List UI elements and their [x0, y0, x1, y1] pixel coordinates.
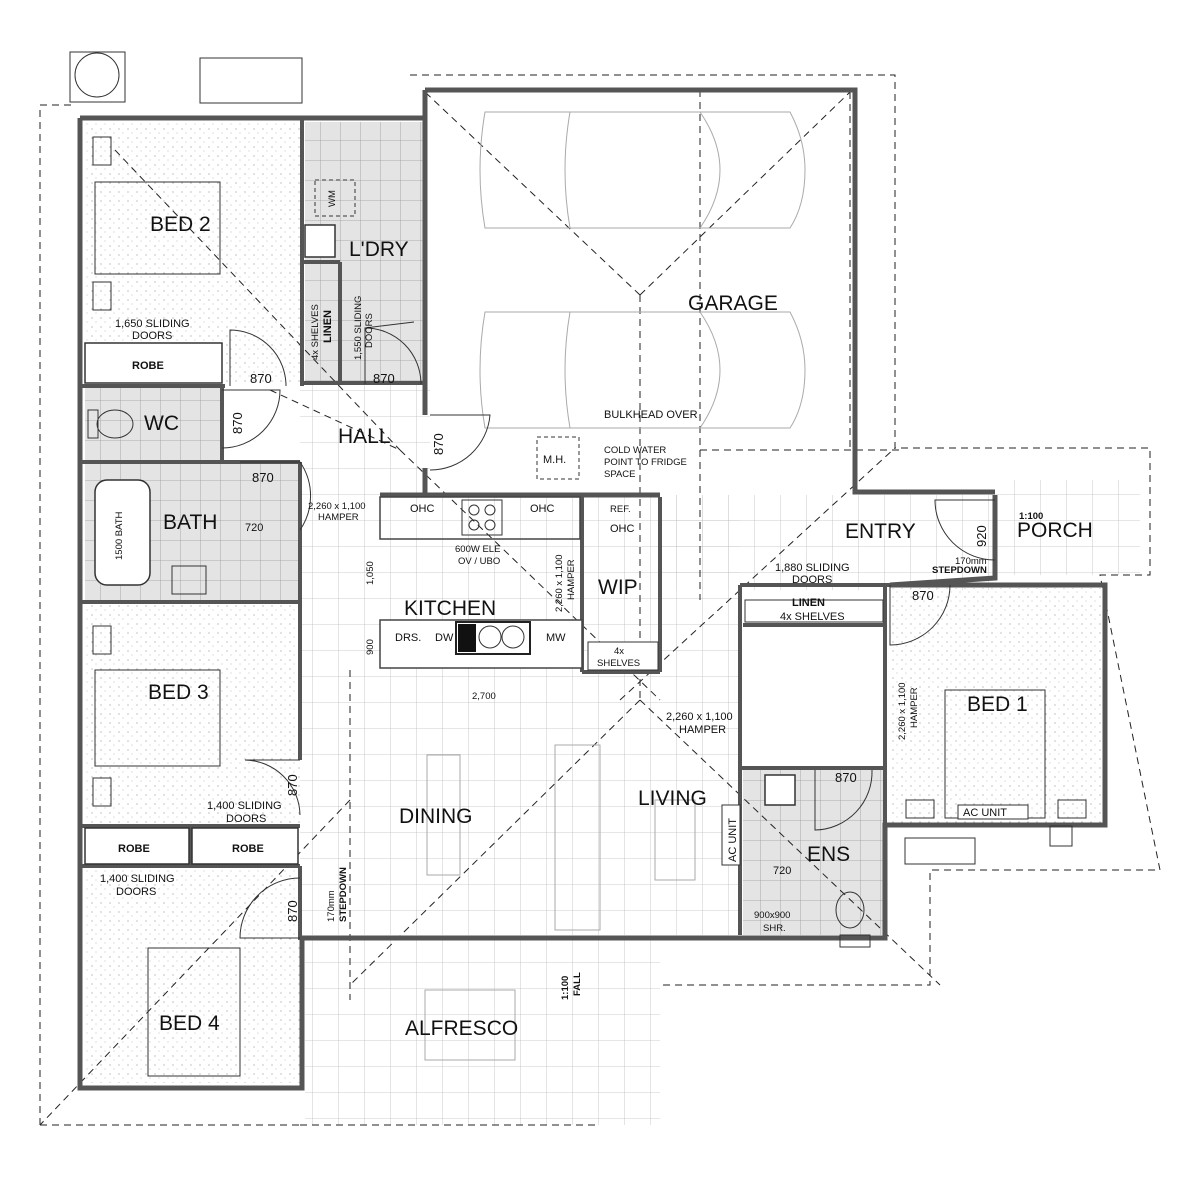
dimension-labels: 870 870 870 870 870 720 1,050 900 2,700 …	[230, 371, 989, 922]
ohc-label-1: OHC	[410, 503, 435, 515]
room-label-bed4: BED 4	[159, 1012, 220, 1035]
note-sliding-1400c: 1,400 SLIDING	[100, 873, 175, 885]
alfresco-fall-1: 1:100	[560, 976, 571, 1000]
room-label-ens: ENS	[807, 843, 850, 866]
oven-label-1: 600W ELE	[455, 544, 500, 555]
linen-shelves-label: 4x SHELVES	[310, 304, 321, 360]
ac-unit-living-label: AC UNIT	[727, 818, 739, 862]
note-sliding-1400-doors: DOORS	[226, 813, 266, 825]
note-hamper-bath: 2,260 x 1,100	[308, 501, 366, 512]
note-hamper-bath-2: HAMPER	[318, 512, 359, 523]
dim-door-bed4: 870	[285, 900, 300, 922]
note-hamper-living-2: HAMPER	[679, 724, 726, 736]
robe-bed3-label: ROBE	[118, 843, 150, 855]
note-hamper-living: 2,260 x 1,100	[666, 711, 733, 723]
note-sliding-1400: 1,400 SLIDING	[207, 800, 282, 812]
note-hamper-kitchen-2: HAMPER	[566, 559, 577, 600]
fixtures	[69, 51, 1087, 1077]
alfresco-stepdown-2: STEPDOWN	[338, 867, 349, 922]
shower-size-label: 900x900	[754, 910, 790, 921]
room-label-wip: WIP	[598, 576, 638, 599]
note-cold-water-3: SPACE	[604, 469, 636, 480]
drawers-label: DRS.	[395, 632, 421, 644]
manhole-label: M.H.	[543, 454, 566, 466]
room-label-living: LIVING	[638, 787, 707, 810]
dim-door-wc: 870	[230, 412, 245, 434]
annotations: 1,650 SLIDING DOORS ROBE WM 4x SHELVES L…	[100, 190, 1043, 1000]
note-hamper-bed1: 2,260 x 1,100	[897, 682, 908, 740]
dim-kitchen-1050: 1,050	[365, 561, 376, 585]
dim-kitchen-900: 900	[365, 639, 376, 655]
note-sliding-1650: 1,650 SLIDING	[115, 318, 190, 330]
bath-size-label: 1500 BATH	[114, 511, 125, 560]
wip-shelves-label-1: 4x	[614, 646, 624, 657]
dim-door-bed3: 870	[285, 774, 300, 796]
room-label-bath: BATH	[163, 511, 217, 534]
floor-finishes	[85, 122, 1140, 1125]
note-sliding-1880: 1,880 SLIDING	[775, 562, 850, 574]
note-hamper-kitchen: 2,260 x 1,100	[554, 554, 565, 612]
dim-door-entry: 920	[974, 525, 989, 547]
oven-label-2: OV / UBO	[458, 556, 500, 567]
dim-door-ldry: 870	[373, 371, 395, 386]
note-cold-water-2: POINT TO FRIDGE	[604, 457, 687, 468]
porch-stepdown-2: STEPDOWN	[932, 565, 987, 576]
dim-bath-720: 720	[245, 522, 263, 534]
dim-door-bed1: 870	[912, 588, 934, 603]
dim-kitchen-2700: 2,700	[472, 691, 496, 702]
ohc-label-3: OHC	[610, 523, 635, 535]
ac-unit-bed1-label: AC UNIT	[963, 807, 1007, 819]
dim-door-ens: 870	[835, 770, 857, 785]
linen-bed1-label: LINEN	[792, 597, 825, 609]
note-cold-water-1: COLD WATER	[604, 445, 666, 456]
room-label-garage: GARAGE	[688, 292, 778, 315]
linen-bed1-shelves: 4x SHELVES	[780, 611, 845, 623]
dim-door-bath: 870	[252, 470, 274, 485]
door-swings	[221, 321, 996, 939]
porch-scale-label: 1:100	[1019, 511, 1043, 522]
ohc-label-2: OHC	[530, 503, 555, 515]
room-label-bed2: BED 2	[150, 213, 211, 236]
room-label-kitchen: KITCHEN	[404, 597, 496, 620]
fridge-label: REF.	[610, 504, 631, 515]
shower-label: SHR.	[763, 923, 786, 934]
porch-stepdown-1: 170mm	[955, 556, 987, 567]
room-label-wc: WC	[144, 412, 179, 435]
dim-ens-720: 720	[773, 865, 791, 877]
robe-bed4-label: ROBE	[232, 843, 264, 855]
alfresco-stepdown-1: 170mm	[326, 890, 337, 922]
washing-machine-label: WM	[327, 190, 338, 207]
room-label-bed1: BED 1	[967, 693, 1028, 716]
microwave-label: MW	[546, 632, 566, 644]
linen-label: LINEN	[322, 310, 334, 343]
note-sliding-1550-doors: DOORS	[364, 313, 375, 348]
room-label-hall: HALL	[338, 425, 391, 448]
note-hamper-bed1-2: HAMPER	[909, 687, 920, 728]
wip-shelves-label-2: SHELVES	[597, 658, 640, 669]
dim-door-bed2: 870	[250, 371, 272, 386]
dim-door-hall: 870	[431, 433, 446, 455]
garage-cars	[479, 111, 806, 429]
room-labels: BED 2 L'DRY GARAGE WC HALL BATH KITCHEN …	[144, 213, 1093, 1040]
note-sliding-1650-doors: DOORS	[132, 330, 172, 342]
alfresco-fall-2: FALL	[572, 972, 583, 996]
robe-bed2-label: ROBE	[132, 360, 164, 372]
room-label-bed3: BED 3	[148, 681, 209, 704]
note-sliding-1550: 1,550 SLIDING	[353, 296, 364, 360]
room-label-alfresco: ALFRESCO	[405, 1017, 518, 1040]
room-label-entry: ENTRY	[845, 520, 916, 543]
room-label-porch: PORCH	[1017, 519, 1093, 542]
note-bulkhead: BULKHEAD OVER	[604, 409, 698, 421]
roof-outline	[39, 74, 1161, 1126]
note-sliding-1400c-doors: DOORS	[116, 886, 156, 898]
note-sliding-1880-doors: DOORS	[792, 574, 832, 586]
dishwasher-label: DW	[435, 632, 454, 644]
room-label-laundry: L'DRY	[349, 238, 409, 261]
room-label-dining: DINING	[399, 805, 473, 828]
